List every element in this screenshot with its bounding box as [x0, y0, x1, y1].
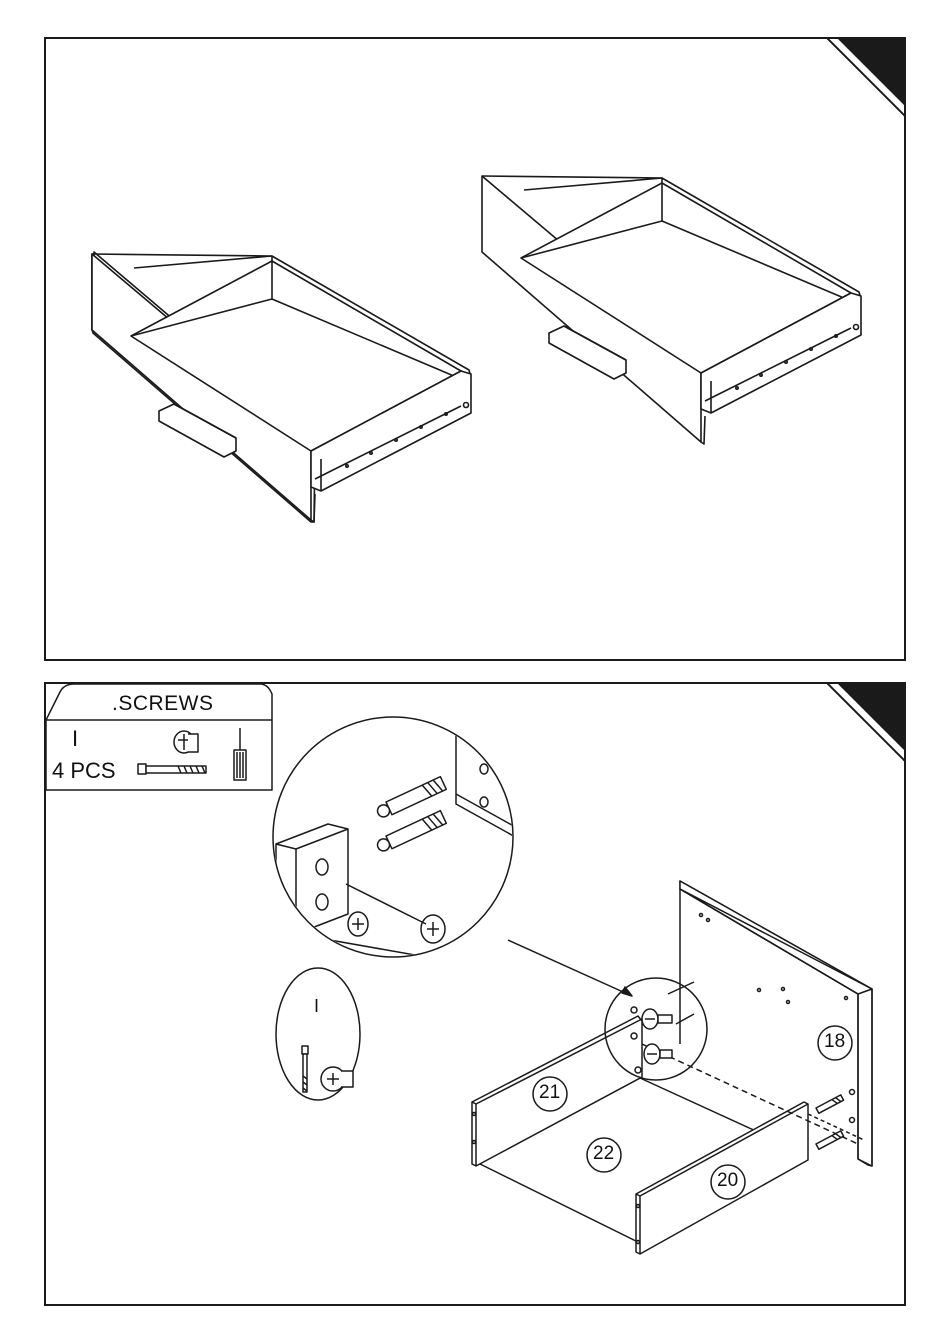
callout-21: 21 — [539, 1082, 560, 1104]
screws-title: .SCREWS — [112, 692, 214, 716]
connecting-bolt-icon — [138, 764, 206, 774]
callout-18: 18 — [824, 1031, 845, 1053]
step-panel-top — [44, 37, 906, 661]
drawer-right — [482, 176, 861, 444]
screws-code: I — [72, 726, 78, 752]
callout-20: 20 — [717, 1170, 738, 1192]
cam-lock-icon — [174, 731, 198, 753]
assembly-illustration — [46, 684, 904, 1304]
screws-quantity: 4 PCS — [52, 758, 116, 784]
callout-22: 22 — [593, 1143, 614, 1165]
detail-code: I — [314, 996, 319, 1017]
step-panel-bottom: .SCREWS I 4 PCS I 21 22 20 18 — [44, 682, 906, 1306]
assembled-drawers-illustration — [46, 39, 904, 659]
drawer-left — [92, 252, 471, 522]
